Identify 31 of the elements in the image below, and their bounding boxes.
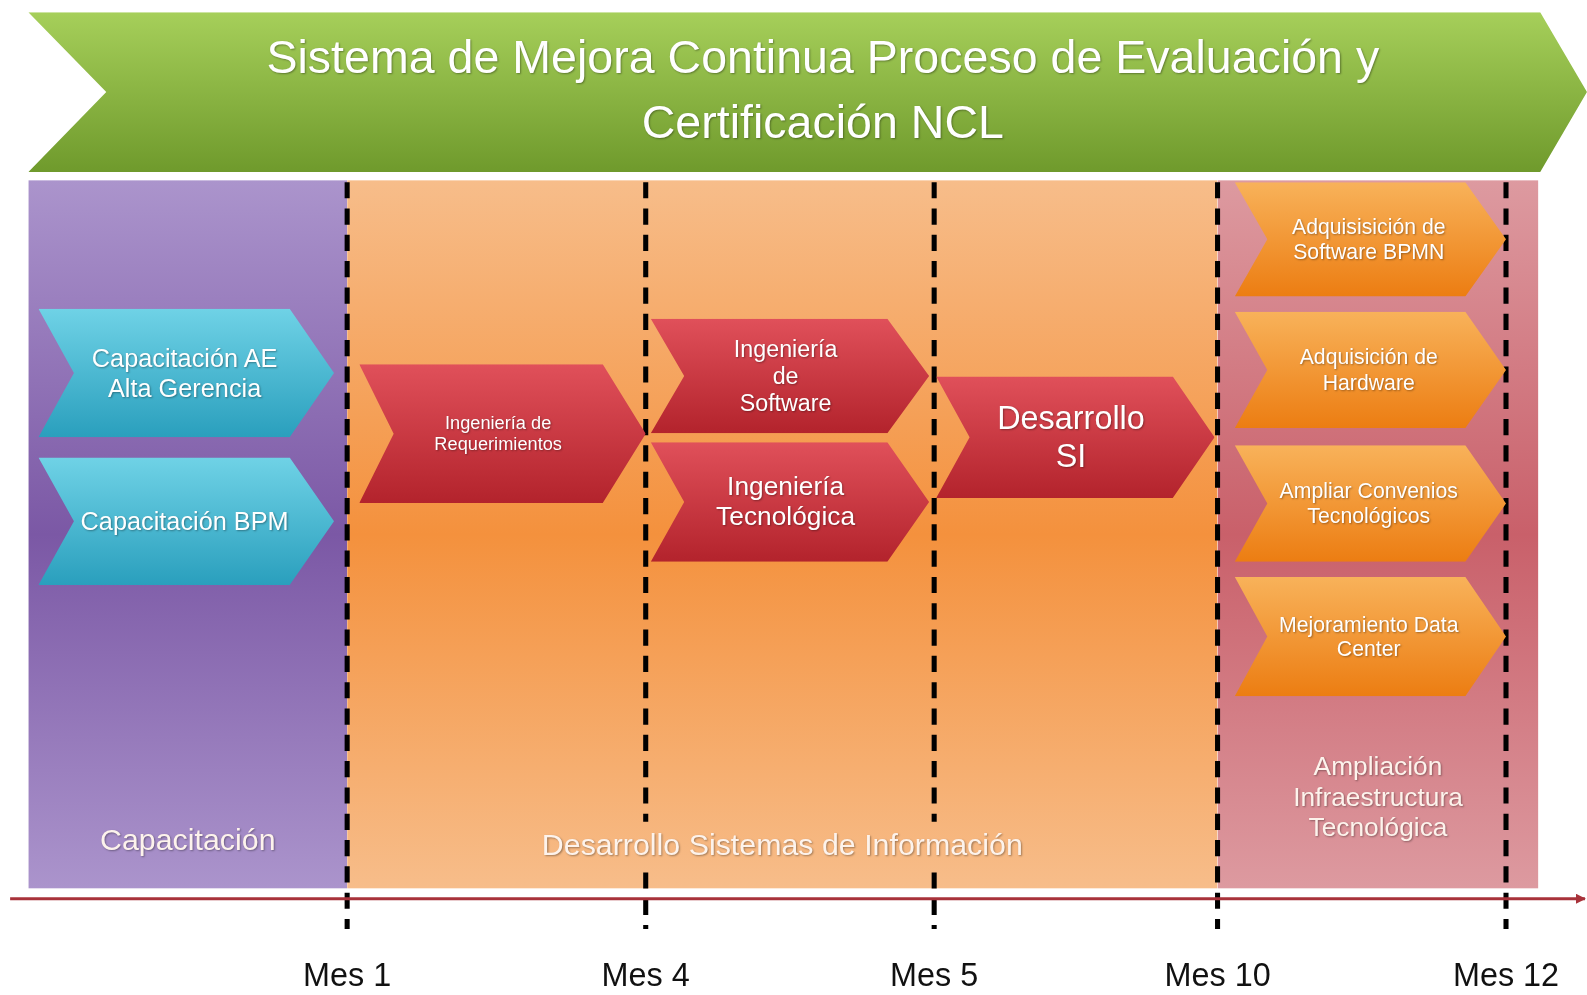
process-step-shape: [650, 442, 930, 562]
month-label: Mes 12: [1452, 956, 1560, 994]
process-step-shape: [38, 308, 334, 438]
step-label: Ingeniería Tecnológica: [716, 471, 856, 533]
process-step-shape: [1234, 576, 1506, 697]
month-label: Mes 1: [303, 956, 392, 994]
month-label: Mes 4: [601, 956, 690, 994]
process-step-shape: [1234, 182, 1506, 297]
step-label: Adquisisición de Software BPMN: [1291, 214, 1447, 264]
process-step-shape: [650, 318, 930, 434]
phase-label: Capacitación: [99, 822, 277, 858]
step-label: Adquisición de Hardware: [1298, 345, 1439, 395]
diagram-title: Sistema de Mejora Continua Proceso de Evaluación y Certificación NCL: [265, 29, 1381, 150]
step-label: Capacitación BPM: [80, 506, 289, 536]
month-label: Mes 5: [890, 956, 979, 994]
step-label: Ingeniería de Software: [733, 335, 838, 417]
step-label: Mejoramiento Data Center: [1278, 612, 1460, 662]
phase-band: [28, 180, 348, 889]
process-step-shape: [359, 364, 646, 503]
process-step-shape: [1234, 311, 1506, 429]
phase-band: [1217, 180, 1539, 889]
process-step-shape: [936, 376, 1215, 498]
step-label: Ingeniería de Requerimientos: [434, 412, 562, 455]
month-label: Mes 10: [1164, 956, 1271, 994]
phase-label: Desarrollo Sistemas de Información: [540, 827, 1024, 863]
phase-label: Ampliación Infraestructura Tecnológica: [1292, 752, 1464, 843]
step-label: Ampliar Convenios Tecnológicos: [1278, 479, 1459, 528]
step-label: Capacitación AE Alta Gerencia: [90, 343, 279, 403]
process-step-shape: [38, 457, 334, 585]
process-step-shape: [1234, 445, 1506, 562]
step-label: Desarrollo SI: [997, 400, 1145, 475]
